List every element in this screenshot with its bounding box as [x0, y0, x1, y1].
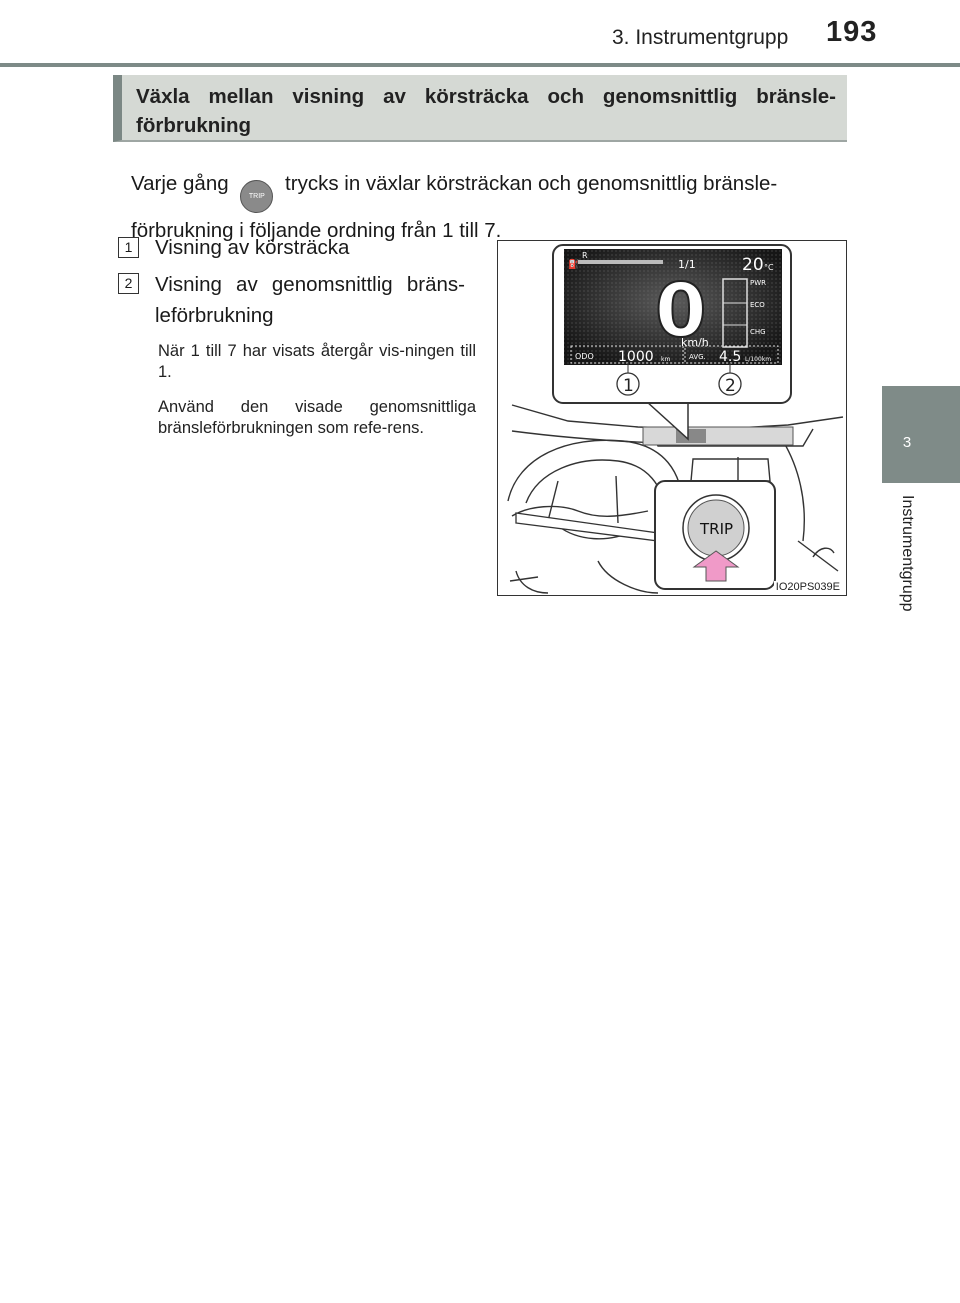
intro-paragraph: Varje gång TRIP trycks in växlar körsträ…: [131, 166, 843, 249]
fuel-gauge-bar: [578, 260, 663, 264]
item-number: 1: [118, 237, 139, 258]
pwr-label: PWR: [750, 279, 766, 287]
section-title: Växla mellan visning av körsträcka och g…: [136, 85, 836, 137]
note-paragraph: Använd den visade genomsnittliga bränsle…: [158, 398, 476, 437]
speed-unit: km/h: [681, 336, 709, 349]
chapter-side-tab: 3: [882, 386, 960, 483]
figure-code: IO20PS039E: [773, 581, 842, 593]
page-number: 193: [826, 16, 878, 48]
item-text: Visning av genomsnittlig bräns-leförbruk…: [155, 273, 465, 327]
callout-marker: [718, 372, 742, 396]
callout-marker: [616, 372, 640, 396]
temperature-unit: °C: [764, 263, 774, 272]
chapter-number: 3: [902, 434, 912, 451]
fuel-fraction: 1/1: [678, 258, 696, 271]
note-paragraph: När 1 till 7 har visats återgår vis-ning…: [158, 342, 476, 381]
avg-unit: L/100km: [745, 356, 771, 363]
eco-label: ECO: [750, 301, 765, 309]
odo-unit: km: [661, 356, 670, 363]
chapter-title: 3. Instrumentgrupp: [612, 26, 789, 49]
instrument-cluster-illustration: ⛽ R 1/1 20 °C 0 km/h PWR ECO CHG ODO 100…: [497, 240, 847, 596]
press-arrow-icon: [692, 550, 740, 582]
speed-readout: 0: [655, 268, 707, 354]
odo-label: ODO: [575, 352, 594, 361]
odometer-readout-box: [570, 345, 684, 364]
illustration-drawing: ⛽ R 1/1 20 °C 0 km/h PWR ECO CHG ODO 100…: [507, 244, 844, 594]
intro-text-before: Varje gång: [131, 172, 229, 195]
gear-indicator: R: [582, 251, 588, 260]
avg-label: AVG.: [689, 353, 706, 361]
average-consumption-box: [684, 345, 779, 364]
fuel-pump-icon: ⛽: [568, 258, 579, 270]
odo-value: 1000: [618, 349, 654, 365]
chapter-side-label: Instrumentgrupp: [899, 495, 916, 612]
hybrid-system-indicator: [722, 278, 748, 348]
item-text: Visning av körsträcka: [155, 236, 350, 259]
dashboard-lineart: [507, 404, 844, 594]
trip-button-label: TRIP: [699, 520, 733, 538]
trip-button-icon: TRIP: [240, 180, 274, 213]
callout-number: 2: [725, 376, 736, 396]
outside-temperature: 20: [742, 255, 764, 275]
section-heading-box: Växla mellan visning av körsträcka och g…: [113, 75, 847, 142]
avg-value: 4.5: [719, 349, 741, 365]
callout-number: 1: [623, 376, 634, 396]
header-divider: [0, 63, 960, 67]
intro-text-after: trycks in växlar körsträckan och genomsn…: [131, 172, 778, 242]
chg-label: CHG: [750, 328, 766, 336]
item-number: 2: [118, 273, 139, 294]
